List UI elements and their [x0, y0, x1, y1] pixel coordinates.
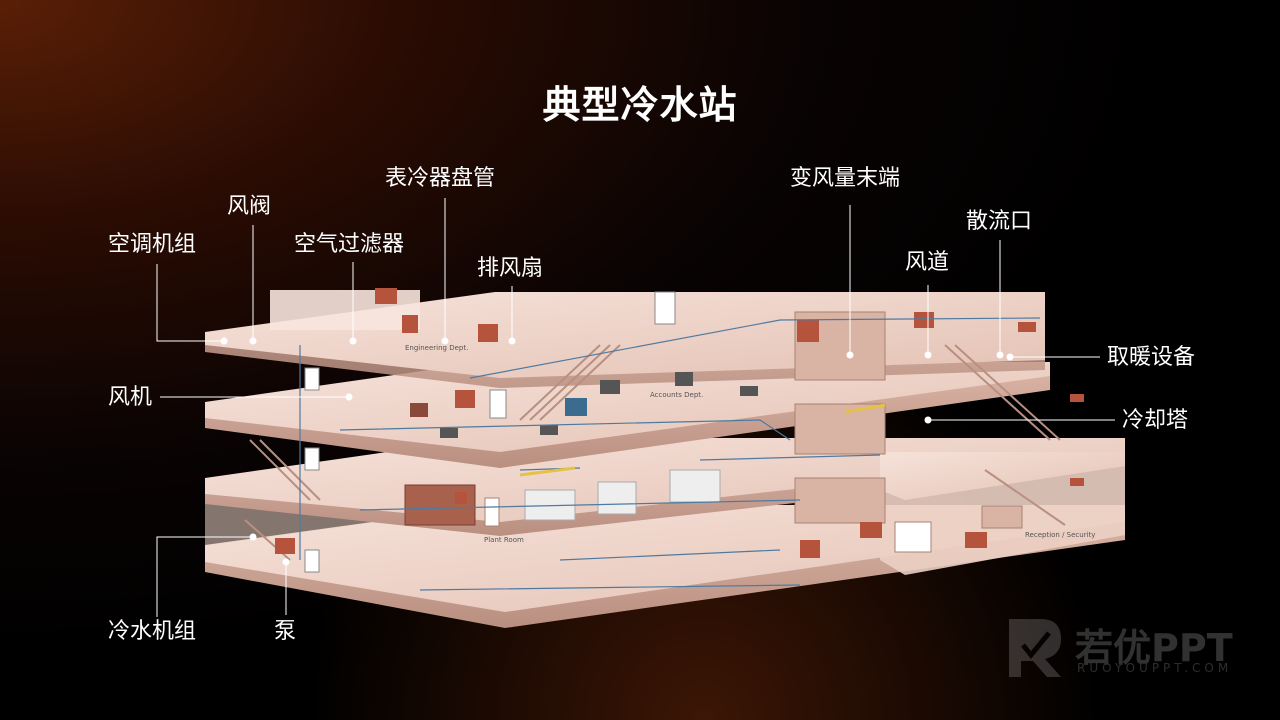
label-air-filter: 空气过滤器	[294, 232, 405, 257]
floor-3	[205, 362, 1050, 468]
label-vav-terminal: 变风量末端	[790, 166, 901, 191]
label-exhaust-fan: 排风扇	[477, 256, 544, 281]
label-chiller: 冷水机组	[108, 619, 197, 644]
watermark-logo: 若优PPT RUOYOUPPT.COM	[1005, 615, 1245, 681]
building-label-plant-room: Plant Room	[484, 536, 524, 544]
vav-cabinets	[794, 311, 886, 524]
equipment	[275, 288, 1084, 573]
building-label-accounts: Accounts Dept.	[650, 391, 703, 399]
label-pump: 泵	[274, 619, 297, 644]
page-title: 典型冷水站	[542, 83, 738, 127]
label-ahu: 空调机组	[108, 232, 197, 257]
label-duct: 风道	[905, 250, 950, 275]
building-label-reception: Reception / Security	[1025, 531, 1095, 539]
label-cooling-coil: 表冷器盘管	[385, 166, 496, 191]
building-label-engineering: Engineering Dept.	[405, 344, 468, 352]
label-heating-equipment: 取暖设备	[1107, 345, 1196, 370]
label-fan: 风机	[108, 385, 153, 410]
label-diffuser: 散流口	[966, 209, 1033, 234]
logo-subtext: RUOYOUPPT.COM	[1077, 661, 1233, 675]
label-cooling-tower: 冷却塔	[1122, 408, 1189, 433]
logo-text: 若优PPT	[1075, 626, 1233, 670]
logo-mark-icon	[1009, 619, 1061, 677]
label-damper: 风阀	[227, 194, 272, 219]
yellow-duct	[519, 403, 886, 477]
